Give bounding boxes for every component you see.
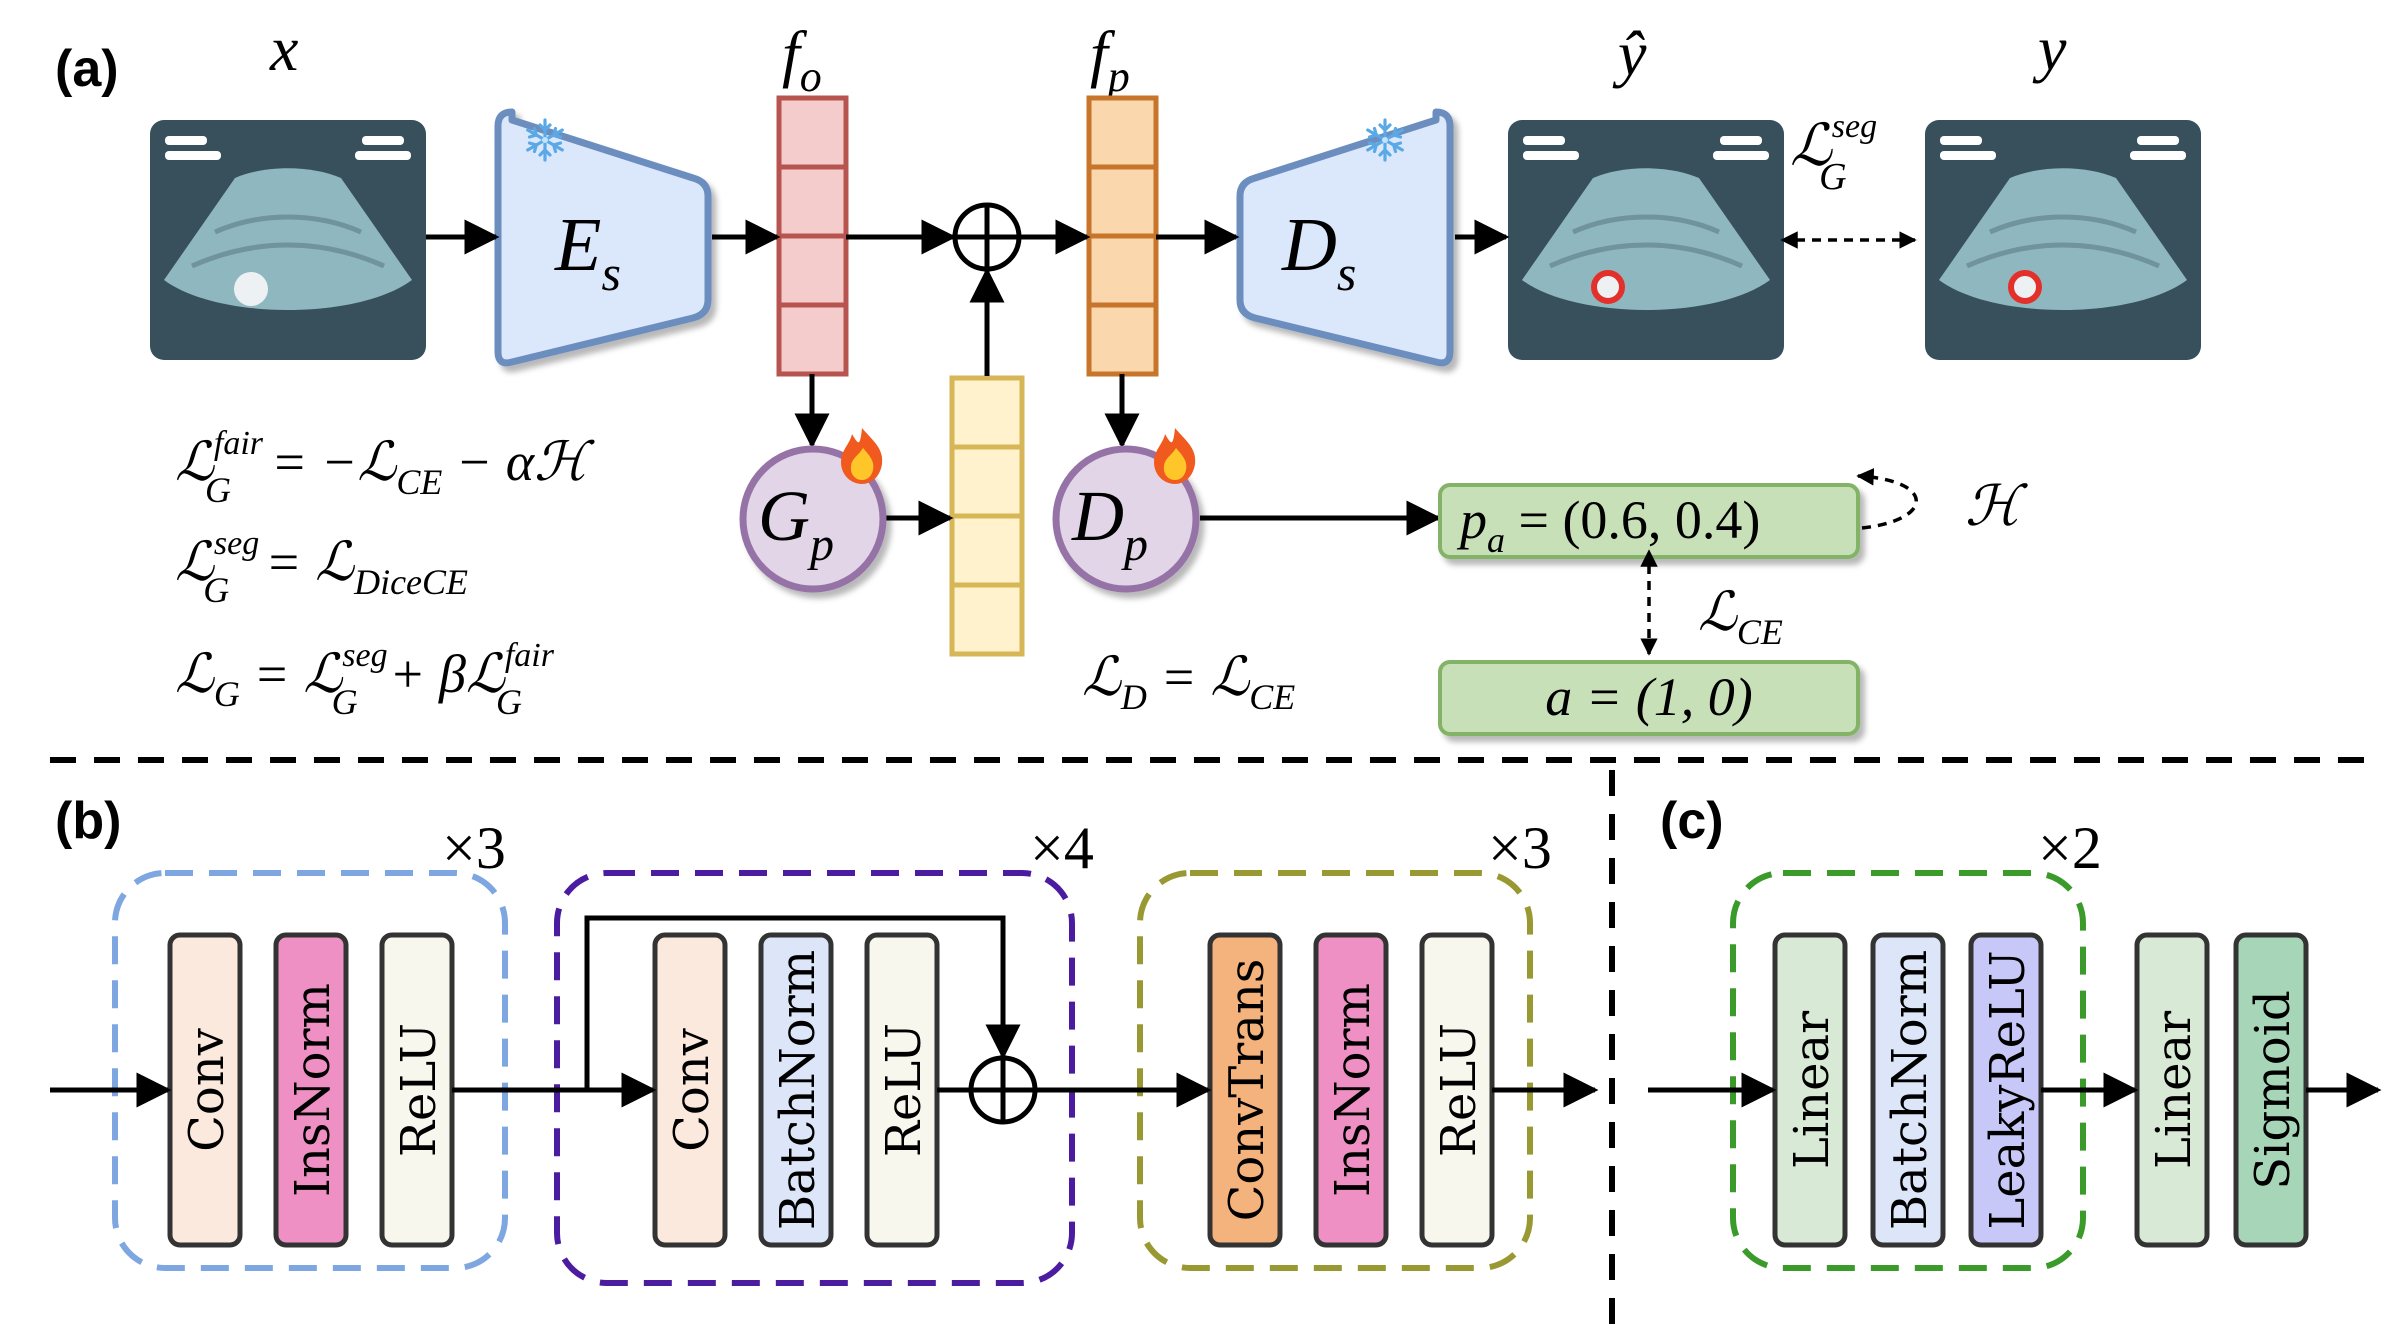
prediction-image-y-hat xyxy=(1508,120,1784,360)
encoder-Es-label: Es xyxy=(554,203,621,301)
layer-insnorm-label: InsNorm xyxy=(285,983,341,1197)
panel-b-label: (b) xyxy=(55,792,121,850)
layer-relu-label: ReLU xyxy=(876,1023,932,1157)
ground-truth-marker xyxy=(2008,270,2042,304)
ground-truth-image-y xyxy=(1925,120,2201,360)
block-b1-group xyxy=(112,870,508,1271)
block-b2-repeat: ×4 xyxy=(1030,815,1094,881)
layer-batchnorm-label: BatchNorm xyxy=(1882,950,1938,1230)
entropy-label: ℋ xyxy=(1965,476,2028,538)
segmentation-marker xyxy=(1591,270,1625,304)
var-fp: fp xyxy=(1090,18,1130,101)
layer-conv-label: Conv xyxy=(664,1028,720,1152)
panel-b-arrows xyxy=(50,915,1599,1108)
layer-insnorm-label: InsNorm xyxy=(1325,983,1381,1197)
generator-Gp-label: Gp xyxy=(758,476,834,571)
panel-a-label: (a) xyxy=(55,40,119,98)
pa-text: pa = (0.6, 0.4) xyxy=(1456,490,1760,560)
decoder-Ds-label: Ds xyxy=(1281,203,1356,301)
a-text: a = (1, 0) xyxy=(1545,667,1752,727)
top-flow-arrows xyxy=(426,219,1510,536)
layer-insnorm xyxy=(273,932,349,1248)
layer-batchnorm xyxy=(1870,932,1946,1248)
layer-leakyrelu-label: LeakyReLU xyxy=(1980,950,2036,1229)
entropy-loop xyxy=(1856,468,1918,530)
decoder-Ds xyxy=(1236,108,1454,367)
layer-linear-label: Linear xyxy=(1784,1011,1840,1169)
lesion-marker xyxy=(234,272,268,306)
input-image-x xyxy=(150,120,426,360)
var-y: y xyxy=(2032,13,2067,84)
fire-icon xyxy=(1154,428,1196,484)
discriminator-Dp xyxy=(1052,445,1200,593)
layer-relu-label: ReLU xyxy=(1431,1023,1487,1157)
layer-relu-label: ReLU xyxy=(391,1023,447,1157)
feature-vector-fp xyxy=(1086,95,1159,377)
var-y-hat: ŷ xyxy=(1612,18,1647,89)
block-b3-group xyxy=(1137,870,1533,1271)
var-fo: fo xyxy=(782,18,822,101)
block-b3-repeat: ×3 xyxy=(1488,815,1552,881)
encoder-Es xyxy=(494,108,712,367)
layer-insnorm xyxy=(1313,932,1389,1248)
ce-loss-label: ℒCE xyxy=(1698,582,1783,652)
panel-c-label: (c) xyxy=(1660,792,1724,850)
layer-linear-label: Linear xyxy=(2146,1011,2202,1169)
perturbation-vector xyxy=(949,375,1025,657)
layer-conv-label: Conv xyxy=(179,1028,235,1152)
layer-sigmoid-label: Sigmoid xyxy=(2245,990,2301,1189)
circled-plus-icon xyxy=(952,202,1022,272)
layer-batchnorm-label: BatchNorm xyxy=(770,950,826,1230)
block-c1-repeat: ×2 xyxy=(2038,815,2102,881)
discriminator-Dp-label: Dp xyxy=(1071,476,1148,571)
layer-convtrans-label: ConvTrans xyxy=(1219,959,1275,1222)
generator-Gp xyxy=(739,445,887,593)
layer-batchnorm xyxy=(758,932,834,1248)
block-b1-repeat: ×3 xyxy=(442,815,506,881)
fire-icon xyxy=(841,428,883,484)
feature-vector-fo xyxy=(776,95,849,377)
residual-sum-icon xyxy=(968,1055,1038,1125)
true-attribute-box xyxy=(1438,660,1860,736)
eq-disc: ℒD = ℒCE xyxy=(1082,647,1295,717)
var-x: x xyxy=(269,13,298,84)
